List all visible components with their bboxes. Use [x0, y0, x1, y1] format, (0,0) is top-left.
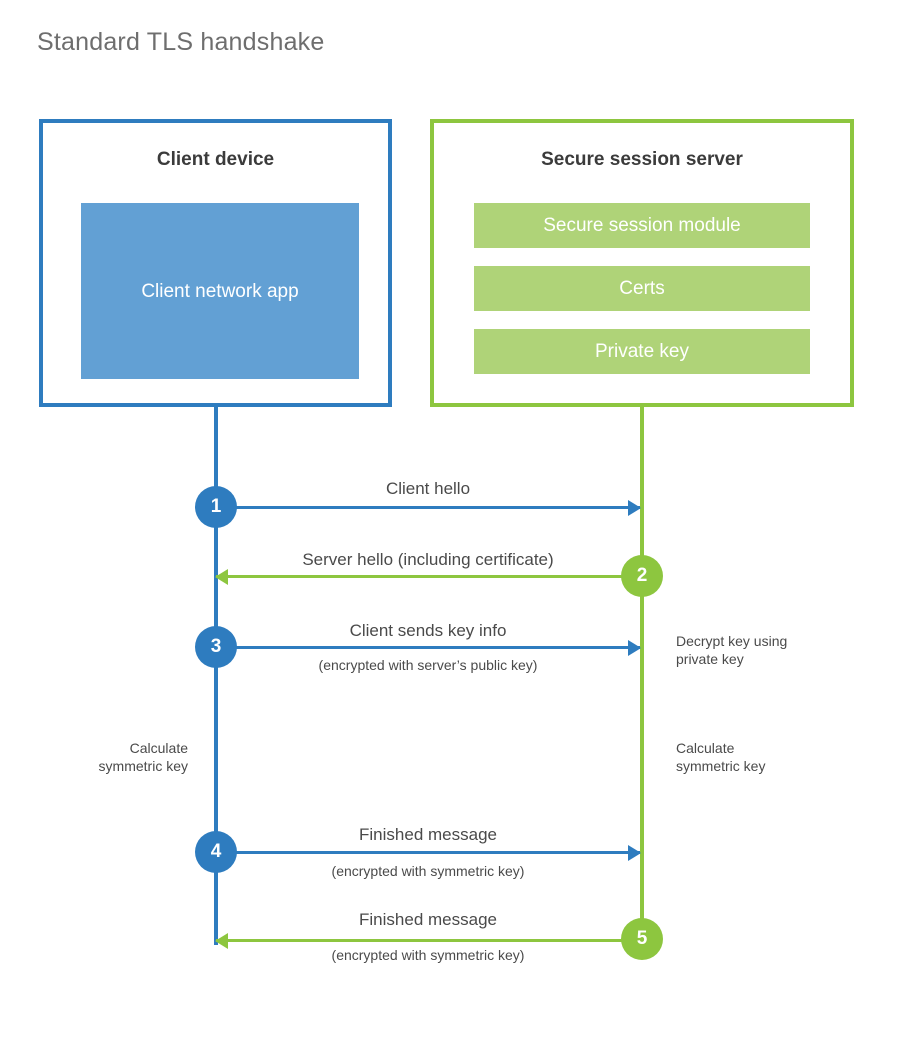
secure-session-server-title: Secure session server [541, 149, 743, 170]
annotation-decrypt-key: Decrypt key using private key [676, 633, 788, 667]
message-label-server-hello: Server hello (including certificate) [302, 550, 554, 569]
message-label-finished-client: Finished message [359, 825, 497, 844]
client-device-box: Client device Client network app [39, 119, 392, 407]
step-marker-4: 4 [195, 831, 237, 873]
server-component-private-key: Private key [474, 329, 810, 374]
annotation-server-calculate-symmetric-key: Calculate symmetric key [676, 740, 766, 774]
server-component-secure-session-module: Secure session module [474, 203, 810, 248]
step-marker-5: 5 [621, 918, 663, 960]
step-marker-3: 3 [195, 626, 237, 668]
arrow-head-icon [628, 500, 641, 516]
server-component-certs: Certs [474, 266, 810, 311]
client-device-title: Client device [156, 149, 275, 170]
server-lifeline [640, 405, 644, 939]
arrow-head-icon [215, 569, 228, 585]
secure-session-server-box: Secure session server Secure session mod… [430, 119, 854, 407]
message-sublabel-finished-client: (encrypted with symmetric key) [331, 863, 525, 879]
message-label-finished-server: Finished message [359, 910, 497, 929]
client-lifeline [214, 405, 218, 945]
arrow-head-icon [215, 933, 228, 949]
message-sublabel-client-key-info: (encrypted with server’s public key) [318, 657, 538, 673]
page-title: Standard TLS handshake [37, 28, 325, 56]
arrow-head-icon [628, 845, 641, 861]
message-label-client-hello: Client hello [385, 479, 471, 498]
arrow-head-icon [628, 640, 641, 656]
message-label-client-key-info: Client sends key info [349, 621, 507, 640]
client-network-app-block: Client network app [81, 203, 359, 379]
message-sublabel-finished-server: (encrypted with symmetric key) [331, 947, 525, 963]
step-marker-1: 1 [195, 486, 237, 528]
step-marker-2: 2 [621, 555, 663, 597]
annotation-client-calculate-symmetric-key: Calculate symmetric key [98, 740, 188, 774]
